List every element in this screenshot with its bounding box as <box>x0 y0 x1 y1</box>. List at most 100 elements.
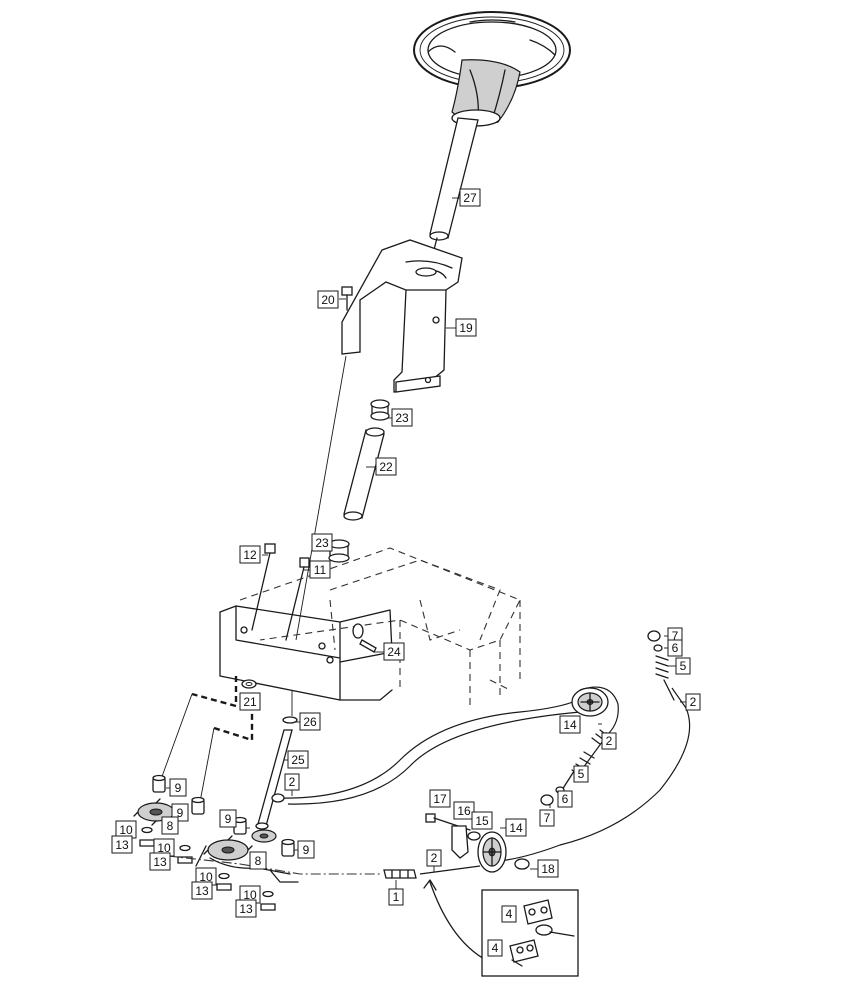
callout-2a: 2 <box>284 773 300 791</box>
washer-nut-stack-a <box>139 826 155 847</box>
nut-18 <box>514 858 530 870</box>
svg-text:9: 9 <box>177 806 184 820</box>
svg-text:4: 4 <box>506 907 513 921</box>
svg-text:19: 19 <box>459 321 473 335</box>
washer-nut-stack-c <box>216 872 232 891</box>
svg-text:25: 25 <box>291 753 305 767</box>
callout-8a: 8 <box>161 816 179 835</box>
callout-20: 20 <box>317 290 339 309</box>
svg-text:17: 17 <box>433 792 447 806</box>
svg-text:2: 2 <box>289 775 296 789</box>
cable-upper-b <box>287 711 581 805</box>
spacer-9b <box>191 796 205 815</box>
callout-2c: 2 <box>601 732 617 750</box>
callout-23-lower: 23 <box>311 533 333 552</box>
leader-column <box>295 355 347 641</box>
callout-13d: 13 <box>235 899 257 918</box>
svg-text:21: 21 <box>243 695 257 709</box>
cable-loop <box>579 686 619 735</box>
callout-2b: 2 <box>426 849 442 867</box>
callout-13a: 13 <box>111 835 133 854</box>
callout-2d: 2 <box>685 693 701 711</box>
callout-1: 1 <box>388 888 404 906</box>
svg-text:26: 26 <box>303 715 317 729</box>
svg-text:15: 15 <box>475 814 489 828</box>
svg-text:10: 10 <box>199 870 213 884</box>
steering-column-bracket <box>341 239 463 393</box>
chain-line <box>167 855 380 875</box>
sprocket-mid <box>203 835 253 861</box>
svg-text:2: 2 <box>690 695 697 709</box>
svg-text:13: 13 <box>115 838 129 852</box>
pulley-upper <box>571 687 609 717</box>
svg-text:9: 9 <box>175 781 182 795</box>
svg-text:22: 22 <box>379 460 393 474</box>
inset-arrow <box>429 881 487 961</box>
steering-wheel <box>413 11 571 127</box>
callout-6-mid: 6 <box>557 790 573 808</box>
svg-text:5: 5 <box>578 767 585 781</box>
shaft-25 <box>255 729 293 830</box>
callout-5-mid: 5 <box>573 765 589 783</box>
spacer-9a <box>152 774 166 793</box>
callout-18: 18 <box>537 859 559 878</box>
svg-text:18: 18 <box>541 862 555 876</box>
svg-text:8: 8 <box>167 819 174 833</box>
callout-22: 22 <box>375 457 397 476</box>
bolt-20 <box>341 286 353 311</box>
callout-14-upper: 14 <box>559 715 581 734</box>
chain-link <box>383 869 417 879</box>
svg-text:7: 7 <box>544 811 551 825</box>
svg-text:23: 23 <box>315 536 329 550</box>
svg-text:2: 2 <box>606 734 613 748</box>
cable-to-link <box>419 865 481 875</box>
washer-26 <box>282 716 298 724</box>
inset-arrowhead <box>423 879 437 891</box>
callout-15: 15 <box>471 811 493 830</box>
callout-8b: 8 <box>249 851 267 870</box>
tractor-frame <box>219 547 521 710</box>
washer-nut-stack-d <box>260 890 276 911</box>
callout-19: 19 <box>455 318 477 337</box>
hidden-line-left <box>191 676 238 708</box>
hidden-line-mid <box>213 700 254 742</box>
callout-5-top: 5 <box>675 657 691 675</box>
callout-21: 21 <box>239 692 261 711</box>
steering-shaft <box>417 117 479 313</box>
cable-right <box>489 687 691 863</box>
inset-detail <box>481 889 579 977</box>
svg-text:5: 5 <box>680 659 687 673</box>
svg-text:4: 4 <box>492 941 499 955</box>
callout-25: 25 <box>287 750 309 769</box>
svg-text:13: 13 <box>153 855 167 869</box>
bracket-16 <box>451 825 469 859</box>
svg-text:23: 23 <box>395 411 409 425</box>
svg-text:20: 20 <box>321 293 335 307</box>
spacer-9d <box>281 838 295 857</box>
svg-text:6: 6 <box>672 641 679 655</box>
svg-text:6: 6 <box>562 792 569 806</box>
callout-4-bottom: 4 <box>487 939 503 957</box>
svg-text:8: 8 <box>255 854 262 868</box>
tube-22 <box>343 427 385 521</box>
callout-9d: 9 <box>297 840 315 859</box>
svg-text:16: 16 <box>457 804 471 818</box>
leader-9b <box>199 727 215 803</box>
svg-text:12: 12 <box>243 548 257 562</box>
nut-21 <box>241 679 257 689</box>
svg-text:27: 27 <box>463 191 477 205</box>
spring-top-right <box>647 630 675 701</box>
svg-text:2: 2 <box>431 851 438 865</box>
callout-14-lower: 14 <box>505 818 527 837</box>
sprocket-right <box>251 829 277 843</box>
bolt-12 <box>251 543 276 631</box>
callout-10d: 10 <box>239 885 261 904</box>
callout-16: 16 <box>453 801 475 820</box>
callout-17: 17 <box>429 789 451 808</box>
bolt-24 <box>352 623 377 653</box>
svg-text:13: 13 <box>195 884 209 898</box>
callout-13c: 13 <box>191 881 213 900</box>
callout-4-top: 4 <box>501 905 517 923</box>
callout-11: 11 <box>309 560 331 579</box>
callout-7-mid: 7 <box>539 809 555 827</box>
